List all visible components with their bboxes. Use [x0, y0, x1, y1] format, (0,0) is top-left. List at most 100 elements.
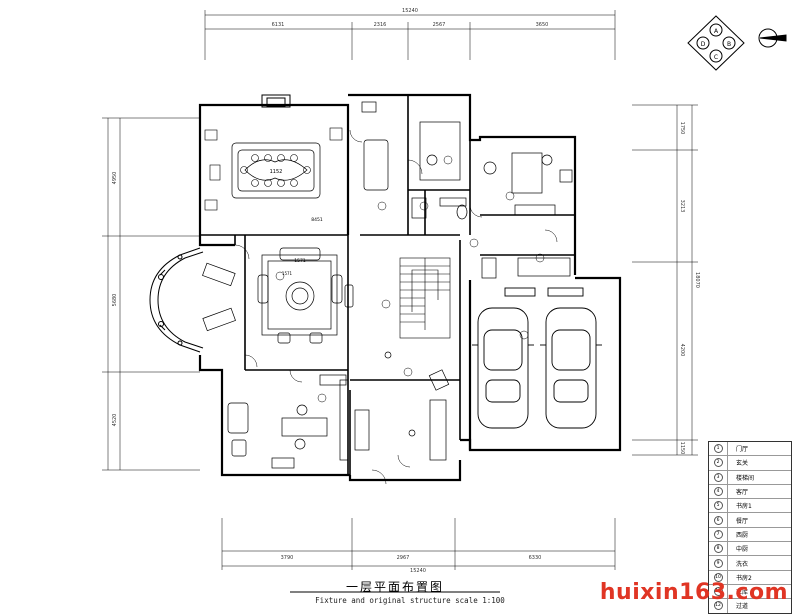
drawing-title: 一层平面布置图 — [345, 580, 444, 594]
compass-letter-c: C — [714, 54, 718, 61]
legend-number: 5 — [713, 501, 723, 511]
room-legend-table: 1 门厅 2 玄关 3 楼梯间 4 客厅 5 书房1 6 餐厅 7 西厨 8 中厨 9 洗衣 10 书房2 11 车库 12… — [708, 441, 792, 614]
garage-cars — [472, 287, 602, 429]
legend-label: 玄关 — [736, 460, 749, 468]
legend-number: 10 — [713, 572, 723, 582]
right-dimension-3: 4200 — [679, 344, 685, 357]
left-dimension-3: 4520 — [112, 414, 118, 427]
legend-row: 12 过道 — [709, 599, 791, 613]
right-dimension-2: 3213 — [679, 200, 685, 213]
legend-label: 洗衣 — [736, 560, 749, 568]
legend-number: 11 — [713, 587, 723, 597]
top-dimension-2: 2316 — [374, 22, 387, 28]
legend-number: 7 — [713, 529, 723, 539]
legend-number-cell: 8 — [709, 542, 728, 556]
legend-label: 书房1 — [736, 503, 752, 511]
right-dimension-4: 1150 — [679, 442, 685, 455]
legend-row: 8 中厨 — [709, 542, 791, 557]
dining-table-group — [204, 127, 343, 211]
legend-number-cell: 2 — [709, 456, 728, 470]
legend-label: 门厅 — [736, 446, 749, 454]
legend-row: 9 洗衣 — [709, 556, 791, 571]
legend-row: 1 门厅 — [709, 442, 791, 457]
legend-number: 3 — [713, 472, 723, 482]
car-right — [540, 307, 602, 429]
legend-number-cell: 9 — [709, 556, 728, 570]
legend-number: 6 — [713, 515, 723, 525]
legend-number-cell: 5 — [709, 499, 728, 513]
left-dimension-2: 5680 — [112, 294, 118, 307]
bay-window — [149, 247, 204, 353]
legend-label: 中厨 — [736, 546, 749, 554]
kitchen-fixtures — [361, 101, 468, 220]
sofa-group-label: 1571 — [282, 271, 293, 276]
legend-number: 8 — [713, 544, 723, 554]
legend-label: 书房2 — [736, 574, 752, 582]
exterior-walls — [198, 93, 622, 482]
bottom-dimension-2: 2967 — [397, 555, 410, 561]
legend-label: 餐厅 — [736, 517, 749, 525]
top-dimension-4: 3650 — [536, 22, 549, 28]
legend-row: 11 车库 — [709, 584, 791, 600]
compass-letter-b: B — [727, 41, 731, 48]
legend-number-cell: 10 — [709, 570, 728, 584]
bottom-total-dimension: 15240 — [410, 568, 426, 574]
bottom-dimension-3: 6330 — [529, 555, 542, 561]
top-total-dimension: 15240 — [402, 8, 418, 14]
right-dimension-lines — [632, 104, 698, 456]
door-swings — [234, 129, 558, 485]
study-2-furniture — [481, 152, 573, 279]
bay-lounge-chairs — [202, 262, 236, 332]
living-room-furniture — [257, 247, 354, 344]
legend-label: 楼梯间 — [736, 474, 755, 482]
compass-diamond — [687, 15, 745, 71]
bottom-dimension-lines — [221, 518, 616, 570]
legend-number: 2 — [713, 458, 723, 468]
top-dimension-3: 2567 — [433, 22, 446, 28]
legend-row: 5 书房1 — [709, 499, 791, 514]
car-left — [472, 307, 534, 429]
interior-walls — [200, 95, 575, 475]
legend-label: 西厨 — [736, 531, 749, 539]
right-total-dimension: 18070 — [694, 272, 700, 288]
left-dimension-1: 4950 — [112, 172, 118, 185]
living-room-label: 1571 — [294, 258, 306, 264]
legend-label: 车库 — [736, 589, 749, 597]
legend-number-cell: 7 — [709, 527, 728, 542]
watermark-logo: huixin163.com — [599, 580, 788, 605]
legend-number-cell: 1 — [709, 442, 728, 456]
north-arrow-icon — [758, 28, 787, 48]
legend-row: 10 书房2 — [709, 570, 791, 585]
compass-letter-a: A — [714, 28, 719, 35]
legend-number: 9 — [713, 558, 723, 568]
legend-row: 4 客厅 — [709, 484, 791, 500]
legend-row: 2 玄关 — [709, 456, 791, 471]
top-dimension-lines — [204, 10, 616, 60]
room-number-markers — [275, 155, 545, 403]
legend-number: 12 — [713, 601, 723, 611]
left-dimension-lines — [102, 117, 200, 471]
study-1-furniture — [227, 374, 349, 469]
bottom-dimension-1: 3790 — [281, 555, 294, 561]
fireplace — [261, 94, 291, 108]
window-tag-label: 8451 — [311, 217, 323, 223]
legend-row: 3 楼梯间 — [709, 470, 791, 485]
legend-row: 6 餐厅 — [709, 513, 791, 528]
top-dimension-1: 6131 — [272, 22, 285, 28]
legend-number-cell: 4 — [709, 484, 728, 499]
foyer-furniture — [354, 351, 450, 461]
legend-number-cell: 3 — [709, 470, 728, 484]
staircase — [399, 257, 451, 339]
legend-label: 过道 — [736, 603, 749, 611]
legend-number: 4 — [713, 487, 723, 497]
compass-letter-d: D — [701, 41, 706, 48]
legend-number-cell: 12 — [709, 599, 728, 613]
drawing-subtitle: Fixture and original structure scale 1:1… — [315, 596, 505, 605]
legend-row: 7 西厨 — [709, 527, 791, 543]
legend-number-cell: 11 — [709, 584, 728, 599]
legend-number: 1 — [713, 444, 723, 454]
dining-table-label: 1152 — [270, 169, 283, 175]
legend-number-cell: 6 — [709, 513, 728, 527]
legend-label: 客厅 — [736, 489, 749, 497]
